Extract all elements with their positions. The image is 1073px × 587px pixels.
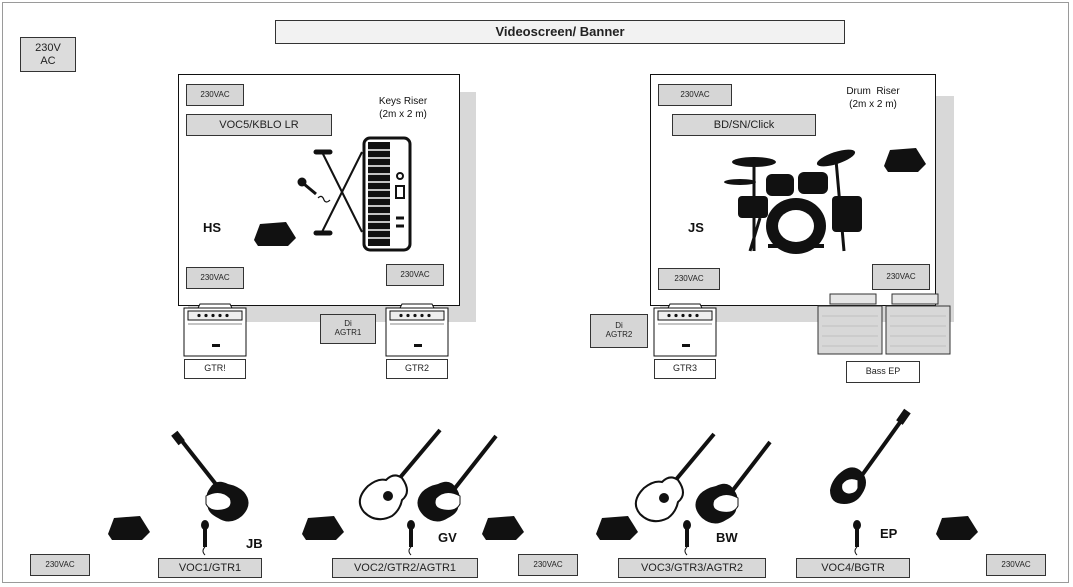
monitor-wedge-icon [936, 516, 978, 540]
front-channel-bw: VOC3/GTR3/AGTR2 [618, 558, 766, 578]
bass-guitar-icon [830, 408, 911, 504]
vocal-mic-icon [683, 520, 691, 556]
vocal-mic-icon [853, 520, 861, 556]
outlet-drums-top: 230VAC [658, 84, 732, 106]
musician-ep: EP [880, 526, 898, 541]
monitor-wedge-icon [108, 516, 150, 540]
amp-gtr1-label: GTR! [184, 359, 246, 379]
di-agtr1: Di AGTR1 [320, 314, 376, 344]
keys-mic-icon [297, 177, 331, 203]
outlet-front-center: 230VAC [518, 554, 578, 576]
bass-rig-icon [817, 293, 951, 355]
amp-gtr3-icon [653, 303, 717, 357]
amp-gtr3-label: GTR3 [654, 359, 716, 379]
outlet-keys-top: 230VAC [186, 84, 244, 106]
amp-bass-label: Bass EP [846, 361, 920, 383]
keys-riser-channel: VOC5/KBLO LR [186, 114, 332, 136]
musician-hs: HS [203, 220, 222, 235]
amp-gtr2-label: GTR2 [386, 359, 448, 379]
videoscreen-banner: Videoscreen/ Banner [275, 20, 845, 44]
front-channel-gv: VOC2/GTR2/AGTR1 [332, 558, 478, 578]
drum-riser-channel: BD/SN/Click [672, 114, 816, 136]
electric-guitar-icon [171, 430, 249, 522]
outlet-front-left: 230VAC [30, 554, 90, 576]
outlet-drums-bottom-right: 230VAC [872, 264, 930, 290]
keyboard-icon [362, 136, 412, 252]
monitor-wedge-icon [596, 516, 638, 540]
electric-guitar-icon [417, 434, 498, 522]
front-channel-jb: VOC1/GTR1 [158, 558, 262, 578]
electric-guitar-icon [695, 440, 772, 524]
drum-kit-icon [724, 149, 862, 254]
monitor-wedge-icon [482, 516, 524, 540]
amp-gtr2-icon [385, 303, 449, 357]
keyboard-stand-icon [313, 149, 363, 236]
monitor-wedge-icon [302, 516, 344, 540]
vocal-mic-icon [201, 520, 209, 556]
outlet-keys-bottom-left: 230VAC [186, 267, 244, 289]
main-power-box: 230V AC [20, 37, 76, 72]
acoustic-guitar-icon [358, 428, 442, 521]
monitor-wedge-icon [254, 222, 296, 246]
musician-bw: BW [716, 530, 738, 545]
acoustic-guitar-icon [634, 432, 716, 523]
front-channel-ep: VOC4/BGTR [796, 558, 910, 578]
musician-js: JS [688, 220, 704, 235]
outlet-drums-bottom-left: 230VAC [658, 268, 720, 290]
monitor-wedge-icon [884, 148, 926, 172]
vocal-mic-icon [407, 520, 415, 556]
outlet-keys-bottom-right: 230VAC [386, 264, 444, 286]
amp-gtr1-icon [183, 303, 247, 357]
musician-gv: GV [438, 530, 457, 545]
drum-riser-title: Drum Riser (2m x 2 m) [846, 86, 900, 110]
musician-jb: JB [246, 536, 263, 551]
keys-riser-title: Keys Riser (2m x 2 m) [378, 96, 428, 120]
outlet-front-right: 230VAC [986, 554, 1046, 576]
di-agtr2: Di AGTR2 [590, 314, 648, 348]
